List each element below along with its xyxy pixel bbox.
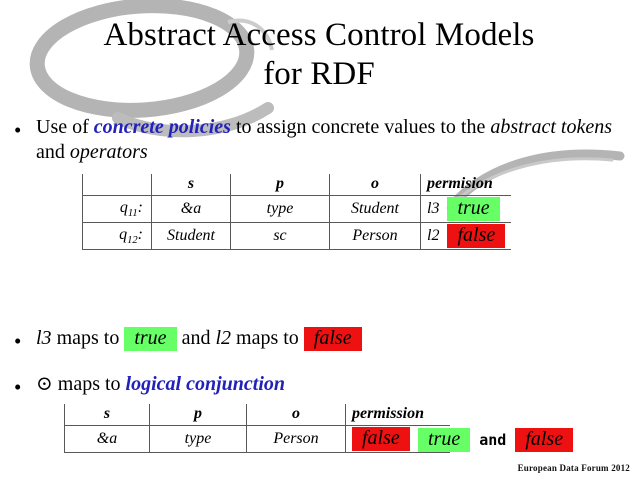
cell-predicate: sc (230, 222, 330, 250)
cell-permission: l3 true (420, 195, 512, 223)
permission-value-false: false (447, 224, 506, 248)
slide-title: Abstract Access Control Models for RDF (14, 16, 624, 94)
permission-value-false: false (352, 427, 410, 451)
cell-permission: l2 false (420, 222, 512, 250)
bullet-2-part-1: maps to (51, 327, 125, 349)
bullet-1-emphasis-operators: operators (69, 140, 148, 163)
header-predicate: p (149, 404, 247, 426)
bullet-1-part-3: and (36, 140, 70, 163)
table-header-row: s p o permission (64, 404, 450, 426)
row-label-suffix: : (137, 225, 143, 243)
bullet-item-2: • l3 maps to true and l2 maps to false (14, 326, 614, 352)
conjunction-expression: true and false (418, 428, 574, 452)
row-label-base: q (119, 225, 128, 243)
header-subject: s (64, 404, 150, 426)
expression-right-false: false (515, 428, 574, 452)
table-row: q12: Student sc Person l2 false (82, 222, 512, 250)
cell-object: Person (246, 425, 346, 453)
bullet-2-value-false: false (303, 327, 362, 351)
header-predicate: p (230, 174, 330, 196)
bullet-2-text: l3 maps to true and l2 maps to false (36, 326, 362, 351)
header-permission: permission (345, 404, 450, 426)
title-line-1: Abstract Access Control Models (103, 17, 535, 53)
permission-token-l2: l2 (427, 227, 440, 244)
bullet-marker: • (14, 329, 22, 353)
title-line-2: for RDF (263, 55, 375, 92)
table-row: q11: &a type Student l3 true (82, 195, 512, 223)
bullet-2-part-3: maps to (231, 327, 304, 349)
bullet-1-part-1: Use of (36, 116, 94, 138)
bullet-item-1: • Use of concrete policies to assign con… (14, 115, 614, 165)
table-header-row: s p o permision (82, 174, 512, 196)
cell-subject: &a (151, 195, 231, 223)
slide-footer: European Data Forum 2012 (517, 463, 630, 473)
evaluation-result-table: s p o permission &a type Person false (64, 404, 450, 453)
row-label-q11: q11: (82, 195, 152, 223)
header-permission: permision (420, 174, 512, 196)
header-label (82, 174, 152, 196)
row-label-subscript: 11 (127, 208, 138, 220)
cell-predicate: type (230, 195, 330, 223)
bullet-item-3: • ⊙ maps to logical conjunction (14, 372, 614, 398)
cell-object: Student (329, 195, 421, 223)
bullet-1-part-2: to assign concrete values to the (230, 116, 491, 138)
permission-value-true: true (447, 197, 500, 221)
bullet-3-part-1: maps to (52, 373, 126, 395)
row-label-base: q (119, 198, 128, 216)
permission-group: l3 true (427, 197, 505, 221)
bullet-1-text: Use of concrete policies to assign concr… (36, 115, 614, 165)
bullet-2-part-2: and (176, 327, 216, 349)
expression-left-true: true (418, 428, 471, 452)
bullet-2-token-l2: l2 (215, 327, 232, 349)
cell-predicate: type (149, 425, 247, 453)
bullet-marker: • (14, 118, 22, 142)
concrete-policy-table: s p o permision q11: &a type Student l3 … (82, 174, 512, 250)
cell-object: Person (329, 222, 421, 250)
row-label-subscript: 12 (127, 235, 138, 247)
circled-dot-operator-icon: ⊙ (36, 373, 53, 395)
row-label-suffix: : (137, 198, 143, 216)
bullet-2-token-l3: l3 (36, 327, 52, 349)
cell-subject: Student (151, 222, 231, 250)
header-object: o (329, 174, 421, 196)
header-object: o (246, 404, 346, 426)
header-subject: s (151, 174, 231, 196)
permission-token-l3: l3 (427, 200, 440, 217)
cell-subject: &a (64, 425, 150, 453)
bullet-marker: • (14, 375, 22, 399)
bullet-3-text: ⊙ maps to logical conjunction (36, 372, 285, 397)
expression-and-operator: and (479, 431, 507, 449)
row-label-q12: q12: (82, 222, 152, 250)
bullet-1-emphasis-abstract-tokens: abstract tokens (490, 116, 612, 138)
bullet-3-emphasis-logical-conjunction: logical conjunction (125, 373, 286, 395)
bullet-2-value-true: true (124, 327, 177, 351)
permission-group: l2 false (427, 224, 506, 248)
table-row: &a type Person false (64, 425, 450, 453)
bullet-1-emphasis-concrete-policies: concrete policies (93, 116, 231, 138)
